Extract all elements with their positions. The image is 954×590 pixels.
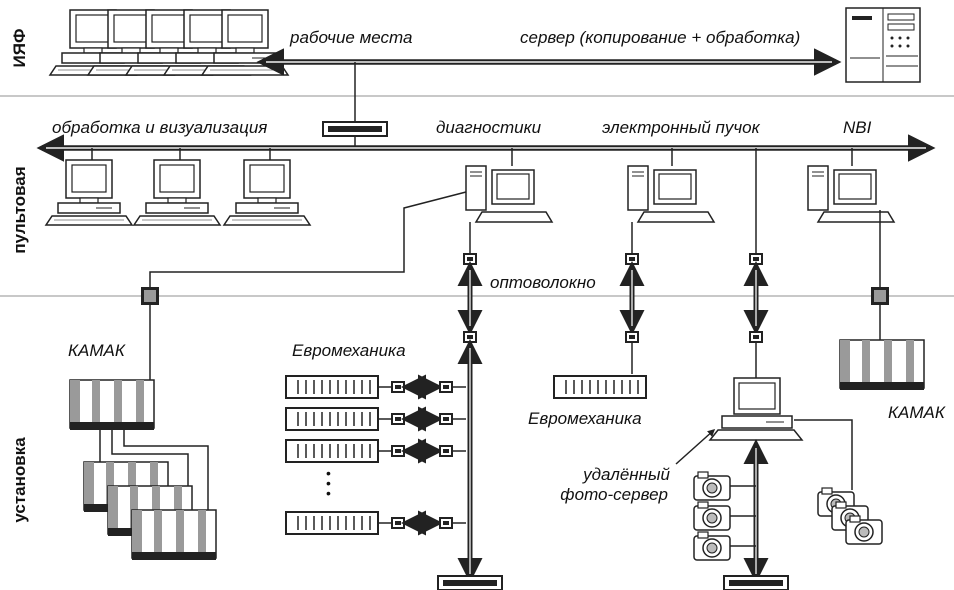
link-cameras-left <box>730 485 756 547</box>
fiber-converter-icon <box>749 331 763 343</box>
crate-icon <box>285 407 379 431</box>
fiber-converter-icon <box>625 331 639 343</box>
label-processing: обработка и визуализация <box>52 118 267 137</box>
crate-icon <box>553 375 647 399</box>
label-photo-server-line2: фото-сервер <box>560 485 668 504</box>
fiber-converter-icon <box>391 517 405 529</box>
workstation-icon <box>807 165 895 223</box>
fiber-converter-icon <box>391 381 405 393</box>
camera-icon <box>693 531 731 561</box>
label-electron-beam: электронный пучок <box>602 118 761 137</box>
network-switch-icon <box>322 121 388 137</box>
camera-icon <box>845 515 883 545</box>
euromech-links <box>378 374 466 536</box>
label-server: сервер (копирование + обработка) <box>520 28 800 47</box>
link-diagnostics-to-camac <box>149 191 467 287</box>
network-switch-icon <box>141 287 159 305</box>
workstation-icon <box>627 165 715 223</box>
label-camac-right: КАМАК <box>888 403 946 422</box>
fiber-converter-icon <box>439 413 453 425</box>
camera-icon <box>693 501 731 531</box>
label-workstations: рабочие места <box>289 28 412 47</box>
link-camac-cascade <box>99 430 209 510</box>
network-switch-icon <box>871 287 889 305</box>
fiber-converter-icon <box>749 253 763 265</box>
crate-icon <box>285 511 379 535</box>
label-euromech-left: Евромеханика <box>292 341 406 360</box>
label-photo-server-line1: удалённый <box>582 465 670 484</box>
fiber-converter-icon <box>391 445 405 457</box>
zone-label-installation: установка <box>10 437 29 523</box>
fiber-converter-icon <box>439 381 453 393</box>
fiber-converter-icon <box>463 331 477 343</box>
crate-icon <box>839 339 925 391</box>
fiber-converter-icon <box>439 445 453 457</box>
crate-icon <box>285 375 379 399</box>
workstation-icon <box>465 165 553 223</box>
label-camac-left: КАМАК <box>68 341 126 360</box>
label-euromech-mid: Евромеханика <box>528 409 642 428</box>
crate-icon <box>285 439 379 463</box>
pointer-arrow <box>675 428 716 465</box>
network-switch-icon <box>437 575 503 590</box>
workstations-group <box>49 9 289 76</box>
label-diagnostics: диагностики <box>436 118 542 137</box>
fiber-converter-icon <box>439 517 453 529</box>
workstation-icon <box>133 159 221 226</box>
workstation-icon <box>45 159 133 226</box>
camera-icon <box>693 471 731 501</box>
ellipsis-dots: ••• <box>326 465 331 501</box>
fiber-converter-icon <box>625 253 639 265</box>
zone-label-control-room: пультовая <box>10 166 29 253</box>
network-switch-icon <box>723 575 789 590</box>
crate-icon <box>69 379 155 431</box>
server-tower-icon <box>845 7 921 83</box>
crate-icon <box>131 509 217 561</box>
zone-label-iyaf: ИЯФ <box>10 29 29 68</box>
label-nbi: NBI <box>843 118 872 137</box>
photo-server-icon <box>708 377 804 441</box>
link-cameras-right <box>794 419 853 490</box>
label-fiber: оптоволокно <box>490 273 596 292</box>
workstation-icon <box>223 159 311 226</box>
fiber-converter-icon <box>463 253 477 265</box>
fiber-converter-icon <box>391 413 405 425</box>
